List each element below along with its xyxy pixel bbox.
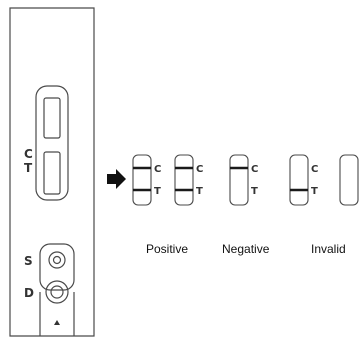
drop-arrow-icon (54, 320, 60, 325)
drop-well (45, 280, 69, 304)
sample-well-frame (39, 243, 75, 291)
test-window (43, 151, 61, 195)
cassette-label-sample: S (24, 254, 33, 268)
cassette-label-control: C (24, 147, 33, 161)
result-strip-negative-1 (229, 154, 249, 206)
result-strip-positive-2 (174, 154, 194, 206)
result-strip-invalid-2 (339, 154, 359, 206)
right-arrow-icon (107, 169, 126, 189)
control-window (43, 97, 61, 139)
group-label-negative: Negative (222, 242, 270, 256)
sample-well-outer (48, 251, 66, 269)
cassette-label-test: T (24, 161, 33, 175)
strip-mark-test: T (154, 186, 161, 197)
strip-mark-control: C (154, 164, 161, 175)
result-strip-invalid-1 (289, 154, 309, 206)
strip-mark-control: C (251, 164, 258, 175)
test-cassette (9, 7, 95, 337)
drop-well-inner (50, 285, 64, 299)
strip-mark-test: T (311, 186, 318, 197)
sample-well-inner (52, 255, 62, 265)
result-window-frame (35, 85, 69, 201)
strip-mark-test: T (251, 186, 258, 197)
strip-mark-control: C (196, 164, 203, 175)
group-label-positive: Positive (146, 242, 189, 256)
result-strip-positive-1 (132, 154, 152, 206)
strip-mark-test: T (196, 186, 203, 197)
cassette-outline (9, 7, 95, 337)
strip-mark-control: C (311, 164, 318, 175)
cassette-label-drop: D (24, 286, 34, 300)
group-label-invalid: Invalid (311, 242, 346, 256)
